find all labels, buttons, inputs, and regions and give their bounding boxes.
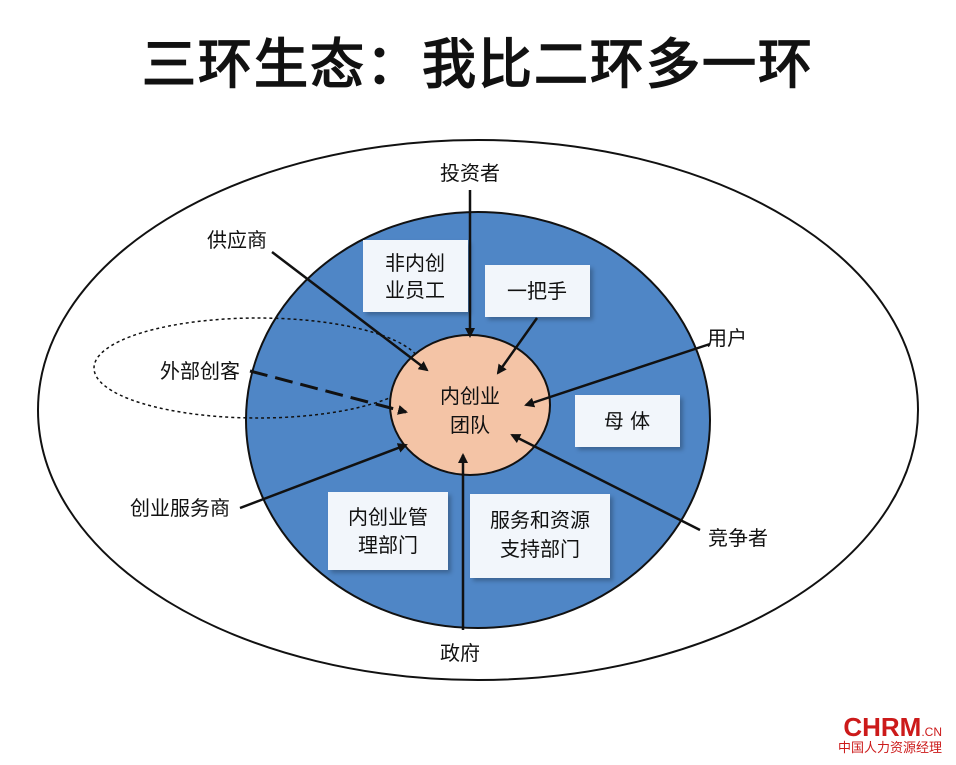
core-label-line1: 内创业	[440, 384, 500, 408]
box-leader-label: 一把手	[507, 279, 567, 303]
box-mgmt-dept-line1: 内创业管	[348, 505, 428, 529]
core-label-line2: 团队	[450, 413, 490, 437]
label-supplier: 供应商	[207, 228, 267, 252]
label-user: 用户	[707, 326, 747, 350]
box-service-dept	[470, 494, 610, 578]
box-service-dept-line2: 支持部门	[500, 537, 580, 561]
arrow-user	[524, 342, 711, 408]
box-parent-label: 母 体	[604, 409, 650, 433]
box-service-dept-line1: 服务和资源	[490, 508, 590, 532]
label-government: 政府	[440, 641, 480, 665]
box-non-employees-line1: 非内创	[385, 251, 445, 275]
logo-main-text: CHRM	[843, 712, 922, 742]
arrow-external-maker	[249, 369, 408, 415]
arrow-supplier	[271, 251, 429, 372]
label-investor: 投资者	[440, 161, 500, 185]
arrow-competitor	[510, 433, 701, 532]
box-mgmt-dept	[328, 492, 448, 570]
box-mgmt-dept-line2: 理部门	[358, 533, 418, 557]
chrm-logo: CHRM.CN 中国人力资源经理	[838, 714, 942, 755]
box-parent	[575, 395, 680, 447]
page-title: 三环生态：我比二环多一环	[142, 33, 814, 96]
logo-sub-text: 中国人力资源经理	[837, 741, 942, 756]
arrow-leader	[496, 317, 539, 375]
arrow-service-provider	[239, 443, 408, 510]
label-service-provider: 创业服务商	[130, 496, 230, 520]
logo-suffix-text: .CN	[921, 725, 942, 739]
box-non-employees-line2: 业员工	[385, 278, 445, 302]
label-external-maker: 外部创客	[160, 359, 240, 383]
box-non-employees	[363, 240, 468, 312]
box-leader	[485, 265, 590, 317]
label-competitor: 竞争者	[708, 526, 768, 550]
